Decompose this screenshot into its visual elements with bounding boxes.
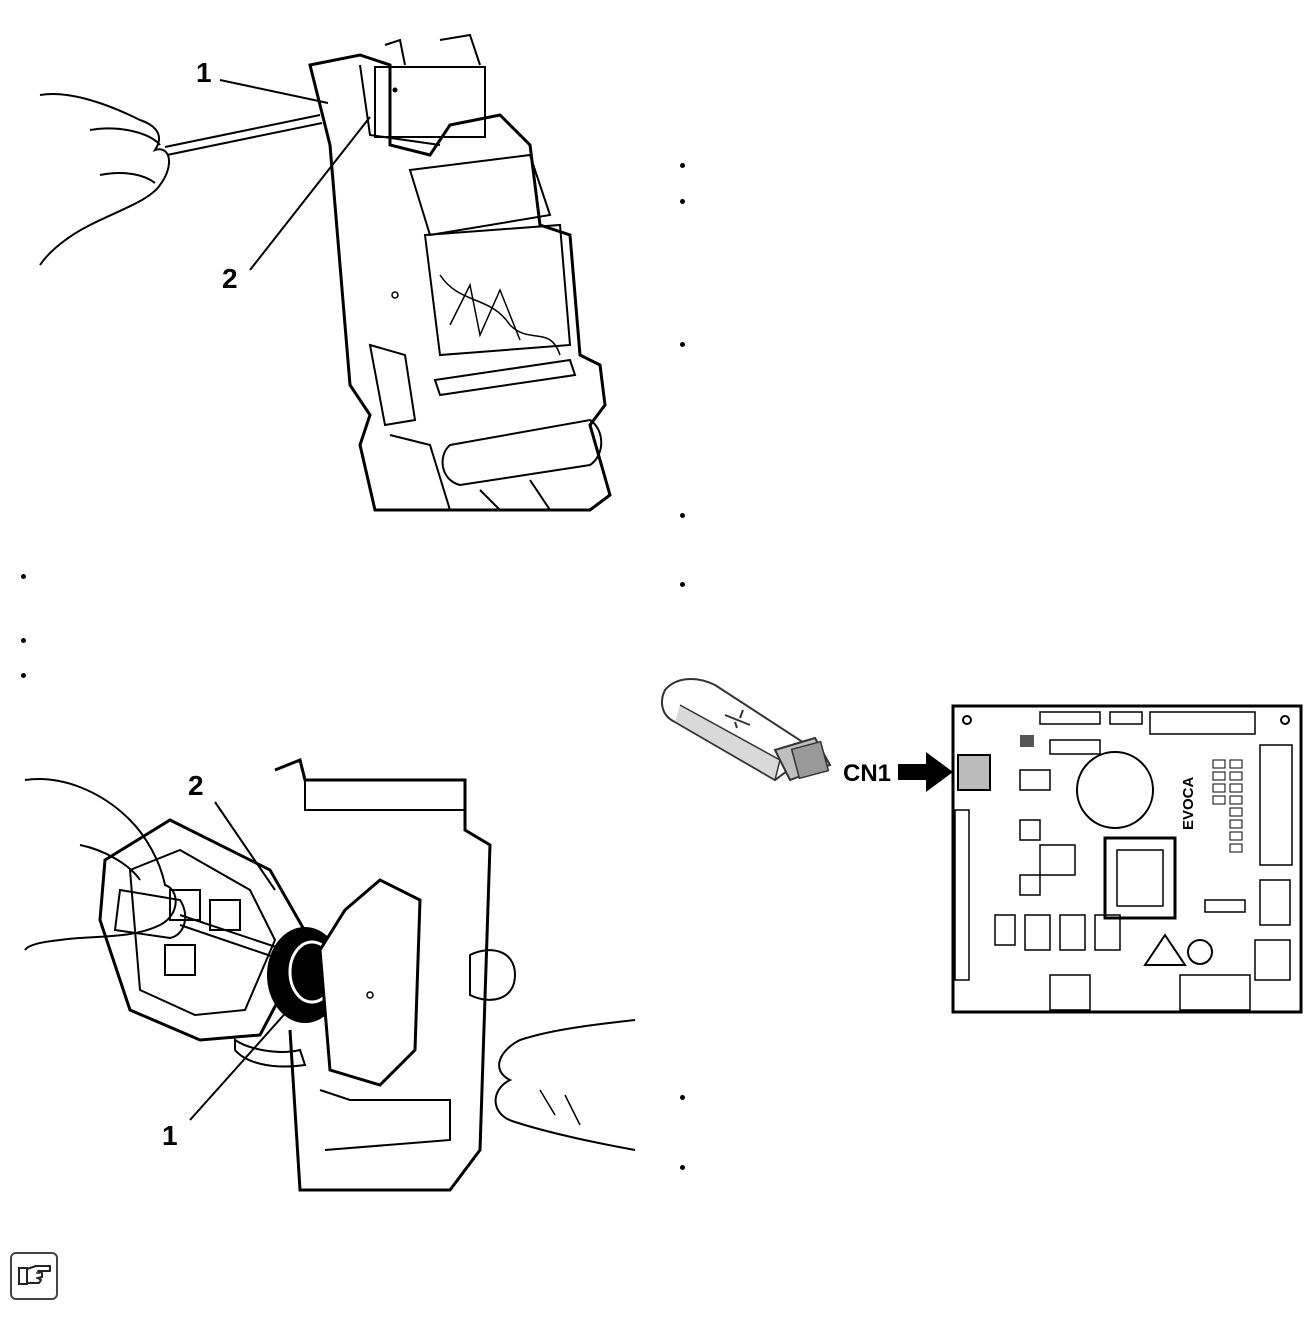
hand-right-drawing (494, 1019, 636, 1151)
pointing-hand-icon (18, 1265, 51, 1285)
usb-stick-icon (661, 678, 832, 782)
figure-brewer-top: 1 2 (30, 25, 630, 515)
brewer-frame (308, 53, 612, 512)
right-bullet-1 (680, 163, 685, 168)
arrow-right-icon (898, 752, 953, 792)
right-bullet-5 (680, 582, 685, 587)
brewer-piston-drawing (24, 757, 636, 1192)
note-box (10, 1252, 58, 1300)
left-bullet-3 (21, 673, 26, 678)
leader-line-2 (249, 116, 371, 271)
leader-line-1 (189, 1007, 291, 1121)
board-brand-logo: EVOCA (1180, 776, 1197, 830)
figure-usb-board: CN1 EVOCA (655, 670, 1305, 1015)
cn1-connector-label: CN1 (843, 760, 892, 787)
leader-line-1 (219, 79, 329, 104)
hand-left-drawing (39, 93, 170, 266)
right-bullet-3 (680, 342, 685, 347)
control-board-icon (951, 704, 1303, 1014)
screwdriver-shaft (164, 114, 323, 156)
brewer-top-drawing (39, 33, 612, 512)
figure2-callout-2: 2 (188, 770, 204, 801)
figure2-callout-1: 1 (162, 1120, 178, 1151)
right-bullet-2 (680, 199, 685, 204)
right-bullet-6 (680, 1095, 685, 1100)
figure1-callout-2: 2 (222, 263, 238, 294)
right-bullet-4 (680, 513, 685, 518)
figure1-callout-1: 1 (196, 57, 212, 88)
left-bullet-1 (21, 574, 26, 579)
right-bullet-7 (680, 1165, 685, 1170)
left-bullet-2 (21, 638, 26, 643)
usb-board-drawing (661, 678, 1303, 1014)
figure-brewer-piston: 2 1 (20, 750, 640, 1195)
leader-line-2 (214, 801, 276, 891)
